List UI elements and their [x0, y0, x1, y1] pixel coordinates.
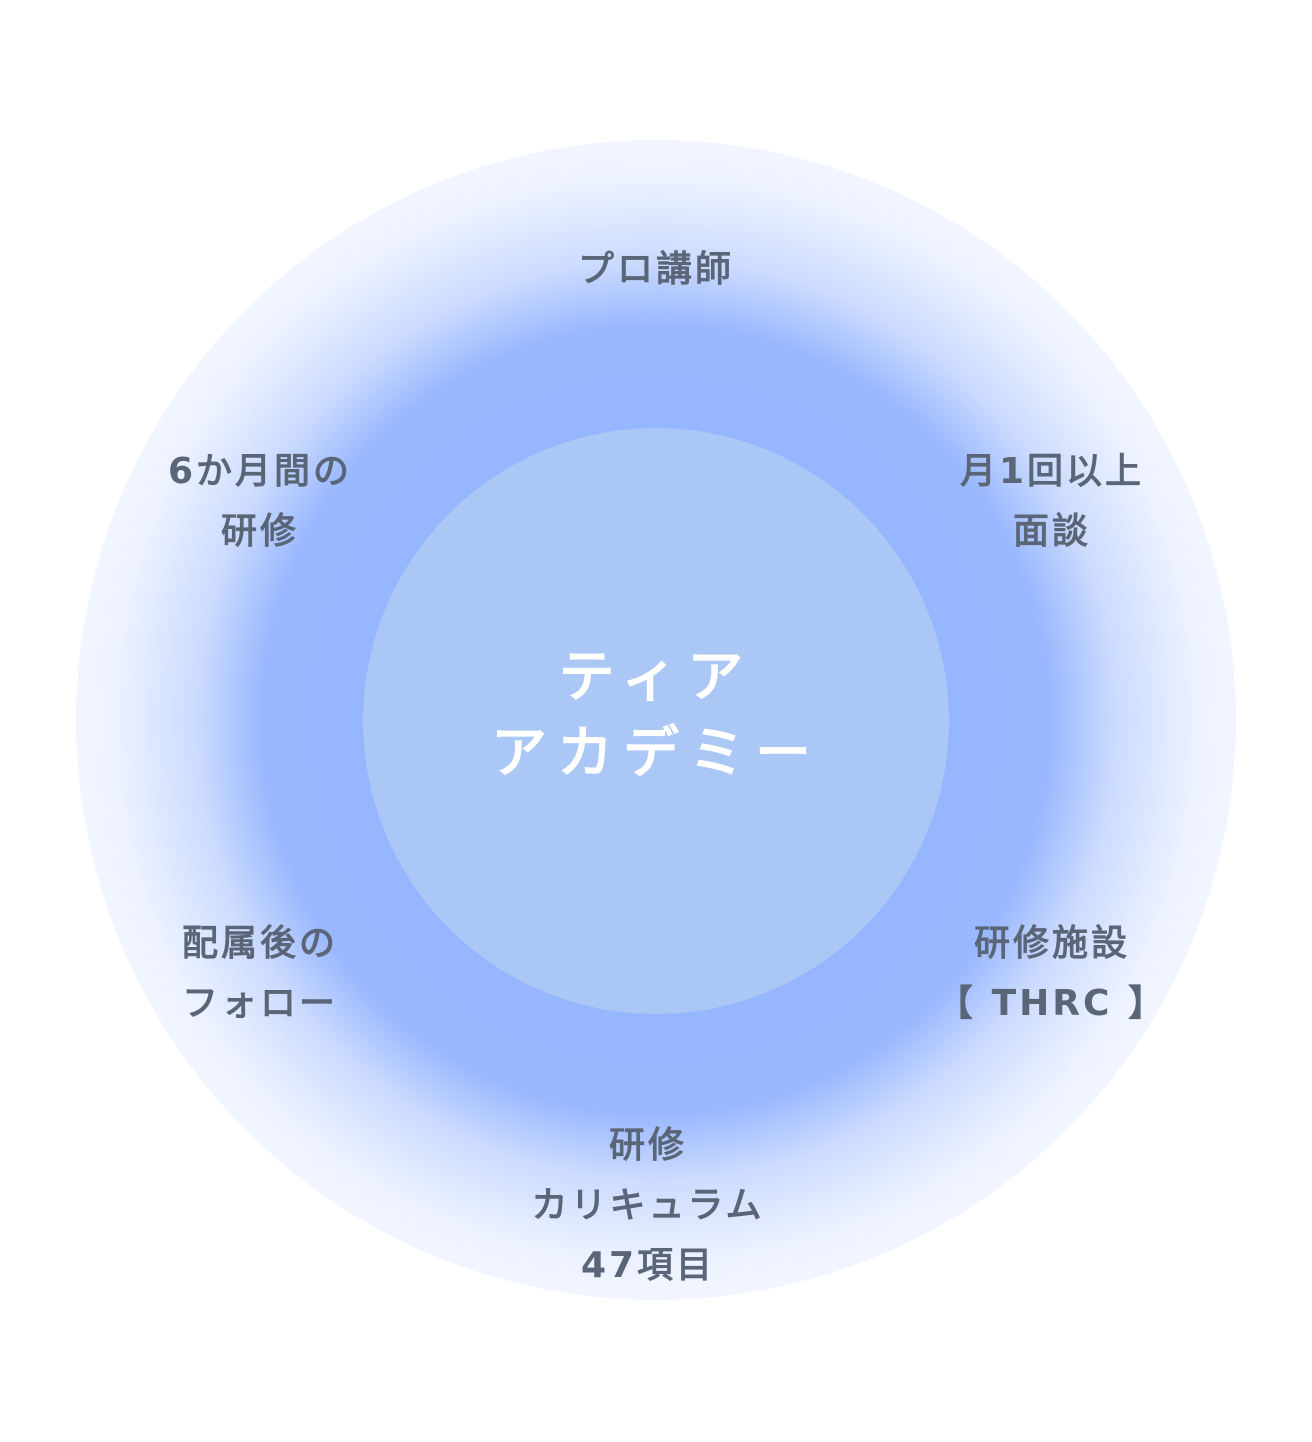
feature-curriculum: 研修 カリキュラム 47項目	[448, 1116, 848, 1296]
center-circle	[363, 428, 949, 1014]
feature-line: 配属後の	[181, 923, 338, 964]
center-title: ティア アカデミー	[363, 640, 949, 792]
feature-line: フォロー	[181, 983, 338, 1024]
center-title-line-2: アカデミー	[491, 721, 821, 786]
feature-line: 研修	[608, 1125, 687, 1166]
feature-line: 面談	[1012, 511, 1091, 552]
feature-line: 6か月間の	[167, 451, 353, 492]
feature-post-assignment-follow-up: 配属後の フォロー	[60, 914, 460, 1034]
feature-pro-instructor: プロ講師	[456, 240, 856, 300]
feature-six-month-training: 6か月間の 研修	[60, 442, 460, 562]
feature-line: 研修	[220, 511, 299, 552]
center-title-line-1: ティア	[558, 645, 754, 710]
feature-monthly-interview: 月1回以上 面談	[852, 442, 1252, 562]
feature-line: 47項目	[580, 1245, 716, 1286]
feature-line: 月1回以上	[959, 451, 1145, 492]
feature-line: 【 THRC 】	[937, 983, 1167, 1024]
feature-line: カリキュラム	[531, 1185, 765, 1226]
feature-training-facility: 研修施設 【 THRC 】	[852, 914, 1252, 1034]
feature-line: 研修施設	[973, 923, 1130, 964]
feature-line: プロ講師	[577, 249, 734, 290]
